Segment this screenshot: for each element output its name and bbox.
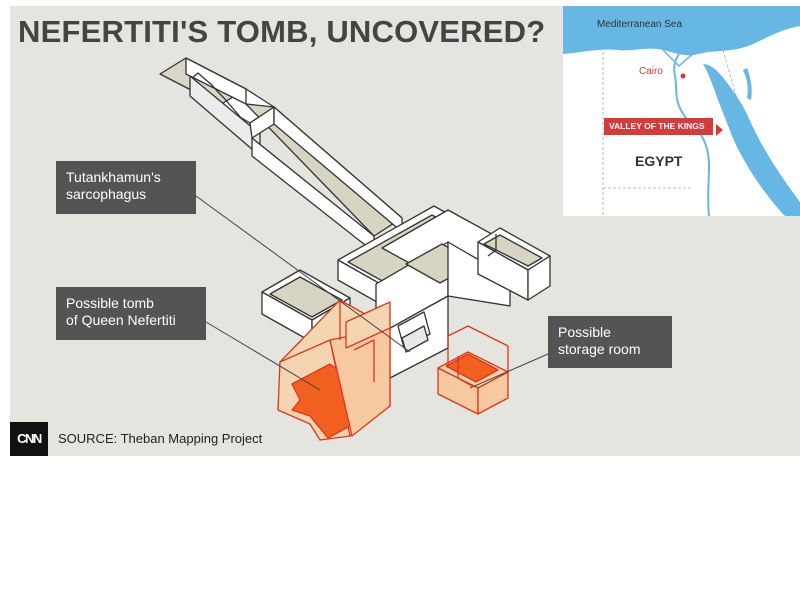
gulf-of-aqaba (743, 68, 752, 100)
nefertiti-chamber (277, 299, 391, 441)
borders (602, 49, 740, 216)
headline: NEFERTITI'S TOMB, UNCOVERED? (18, 14, 546, 49)
map-graphic (563, 6, 800, 216)
cnn-logo: CNN (10, 422, 48, 456)
red-sea-gulf-suez (703, 64, 800, 216)
callout-nefertiti: Possible tomb of Queen Nefertiti (56, 287, 206, 340)
callout-storage: Possible storage room (548, 316, 672, 368)
infographic: NEFERTITI'S TOMB, UNCOVERED? Tutankhamun… (10, 6, 800, 456)
callout-nefertiti-line-1: Possible tomb (66, 295, 154, 311)
map-label-valley: VALLEY OF THE KINGS (604, 118, 713, 135)
map-label-cairo: Cairo (639, 66, 663, 77)
mediterranean-sea (563, 6, 800, 56)
treasury (477, 227, 551, 301)
callout-sarcophagus: Tutankhamun's sarcophagus (56, 161, 196, 214)
callout-nefertiti-line-2: of Queen Nefertiti (66, 312, 176, 328)
callout-storage-line-1: Possible (558, 324, 611, 340)
callout-sarcophagus-line-1: Tutankhamun's (66, 169, 161, 185)
leader-lines (195, 195, 549, 391)
valley-pointer (716, 124, 723, 136)
callout-storage-line-2: storage room (558, 341, 641, 357)
cairo-dot (680, 73, 686, 79)
footer: CNN SOURCE: Theban Mapping Project (10, 422, 410, 456)
storage-room (437, 325, 509, 415)
callout-sarcophagus-line-2: sarcophagus (66, 186, 147, 202)
descending-corridor (245, 103, 403, 253)
map-label-sea: Mediterranean Sea (597, 19, 683, 30)
source-credit: SOURCE: Theban Mapping Project (58, 431, 263, 446)
map-label-egypt: EGYPT (635, 153, 683, 169)
egypt-map: Mediterranean Sea Cairo VALLEY OF THE KI… (563, 6, 800, 216)
nile-delta (662, 49, 696, 68)
entrance-stairs (159, 57, 275, 157)
tomb-diagram (159, 57, 551, 441)
